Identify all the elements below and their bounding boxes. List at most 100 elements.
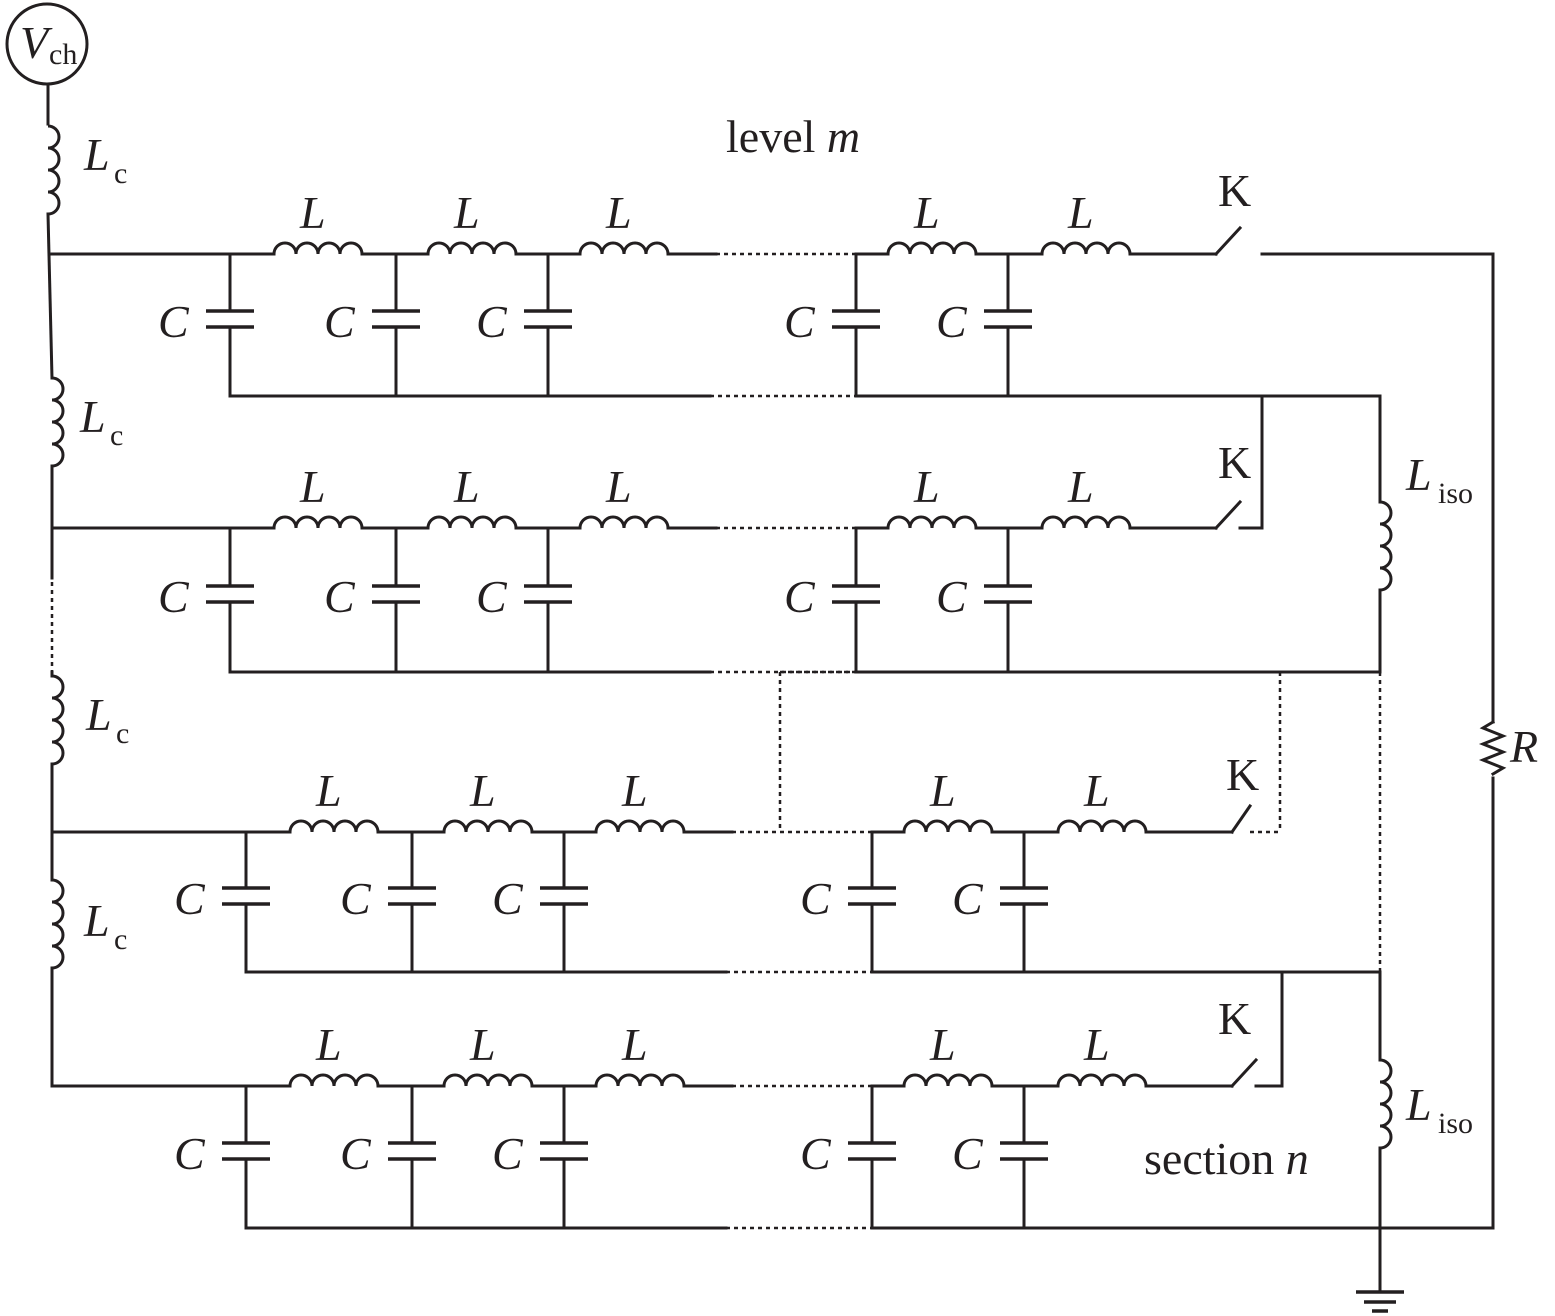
- inductor-label: L: [315, 1019, 342, 1070]
- shunt-capacitor: C: [492, 830, 588, 974]
- shunt-capacitor: C: [952, 1084, 1048, 1230]
- shunt-capacitor: C: [936, 526, 1032, 674]
- series-inductor: [578, 241, 670, 256]
- series-inductor: [426, 515, 518, 530]
- capacitor-label: C: [476, 571, 508, 622]
- shunt-capacitor: C: [324, 526, 420, 674]
- shunt-capacitor: C: [784, 252, 880, 398]
- series-inductor: [1056, 1073, 1148, 1088]
- shunt-capacitor: C: [492, 1084, 588, 1230]
- capacitor-label: C: [936, 571, 968, 622]
- svg-text:L: L: [85, 689, 112, 740]
- coupling-label-1: L c: [83, 129, 127, 190]
- series-inductor: [1040, 241, 1132, 256]
- svg-text:iso: iso: [1438, 477, 1473, 510]
- svg-text:iso: iso: [1438, 1107, 1473, 1140]
- shunt-capacitor: C: [158, 526, 254, 674]
- shunt-capacitor: C: [324, 252, 420, 398]
- capacitor-label: C: [800, 873, 832, 924]
- series-inductor: [442, 1073, 534, 1088]
- dashed-interconnect: [778, 670, 1282, 834]
- shunt-capacitor: C: [800, 830, 896, 974]
- shunt-capacitor: C: [174, 1084, 270, 1230]
- series-inductor: [902, 819, 994, 834]
- labels: L c L c L c L c L iso L iso R K K K K le…: [79, 111, 1538, 1184]
- capacitor-label: C: [784, 296, 816, 347]
- inductor-label: L: [453, 187, 480, 238]
- switch-label-2: K: [1218, 437, 1251, 488]
- resistor-zigzag: [1478, 719, 1508, 777]
- shunt-capacitor: C: [340, 830, 436, 974]
- capacitor-label: C: [340, 1128, 372, 1179]
- inductor-label: L: [605, 461, 632, 512]
- inductor-label: L: [913, 461, 940, 512]
- switch-blade: [1229, 803, 1253, 835]
- inductor-label: L: [929, 765, 956, 816]
- isolation-inductor-2: [1378, 1058, 1393, 1150]
- series-inductor: [442, 819, 534, 834]
- switch-blade: [1229, 1057, 1259, 1089]
- capacitor-label: C: [800, 1128, 832, 1179]
- shunt-capacitor: C: [784, 526, 880, 674]
- inductor-label: L: [1083, 765, 1110, 816]
- inductor-label: L: [299, 461, 326, 512]
- coupling-label-2: L c: [79, 391, 123, 452]
- inductor-label: L: [1067, 461, 1094, 512]
- svg-text:c: c: [114, 923, 127, 956]
- series-inductor: [426, 241, 518, 256]
- inductor-label: L: [621, 1019, 648, 1070]
- source-subscript: ch: [49, 38, 77, 71]
- capacitor-label: C: [174, 1128, 206, 1179]
- series-inductor: [272, 241, 364, 256]
- series-inductor: [902, 1073, 994, 1088]
- capacitor-label: C: [476, 296, 508, 347]
- series-inductor: [1040, 515, 1132, 530]
- coupling-inductor-3: [50, 674, 65, 766]
- shunt-capacitor: C: [936, 252, 1032, 398]
- shunt-capacitor: C: [952, 830, 1048, 974]
- switch-label-4: K: [1218, 993, 1251, 1044]
- capacitor-label: C: [952, 1128, 984, 1179]
- series-inductor: [288, 819, 380, 834]
- coupling-inductor-1: [46, 124, 61, 216]
- series-inductor: [886, 241, 978, 256]
- inductor-label: L: [469, 765, 496, 816]
- capacitor-label: C: [174, 873, 206, 924]
- svg-text:L: L: [79, 391, 106, 442]
- coupling-inductor-4: [50, 878, 65, 970]
- svg-text:L: L: [83, 895, 110, 946]
- inductor-label: L: [1067, 187, 1094, 238]
- capacitor-label: C: [324, 571, 356, 622]
- shunt-capacitor: C: [158, 252, 254, 398]
- shunt-capacitor: C: [174, 830, 270, 974]
- series-inductor: [272, 515, 364, 530]
- series-inductor: [578, 515, 670, 530]
- shunt-capacitor: C: [800, 1084, 896, 1230]
- ground-icon: [1356, 1290, 1404, 1313]
- inductor-label: L: [453, 461, 480, 512]
- resistor-label: R: [1509, 721, 1538, 772]
- shunt-capacitor: C: [476, 526, 572, 674]
- capacitor-label: C: [158, 296, 190, 347]
- switch-label-1: K: [1218, 165, 1251, 216]
- capacitor-label: C: [492, 873, 524, 924]
- isolation-branch: [1260, 394, 1404, 1313]
- coupling-inductor-2: [50, 376, 65, 468]
- svg-text:c: c: [114, 157, 127, 190]
- svg-text:L: L: [1405, 1079, 1432, 1130]
- inductor-label: L: [315, 765, 342, 816]
- capacitor-label: C: [492, 1128, 524, 1179]
- voltage-source: V ch: [5, 2, 89, 86]
- coupling-backbone: [46, 82, 65, 1088]
- switch-label-3: K: [1226, 749, 1259, 800]
- inductor-label: L: [605, 187, 632, 238]
- switch-blade: [1213, 225, 1243, 257]
- isolation-inductor-1: [1378, 500, 1393, 592]
- isolation-label-2: L iso: [1405, 1079, 1473, 1140]
- series-inductor: [1056, 819, 1148, 834]
- series-inductor: [886, 515, 978, 530]
- capacitor-label: C: [784, 571, 816, 622]
